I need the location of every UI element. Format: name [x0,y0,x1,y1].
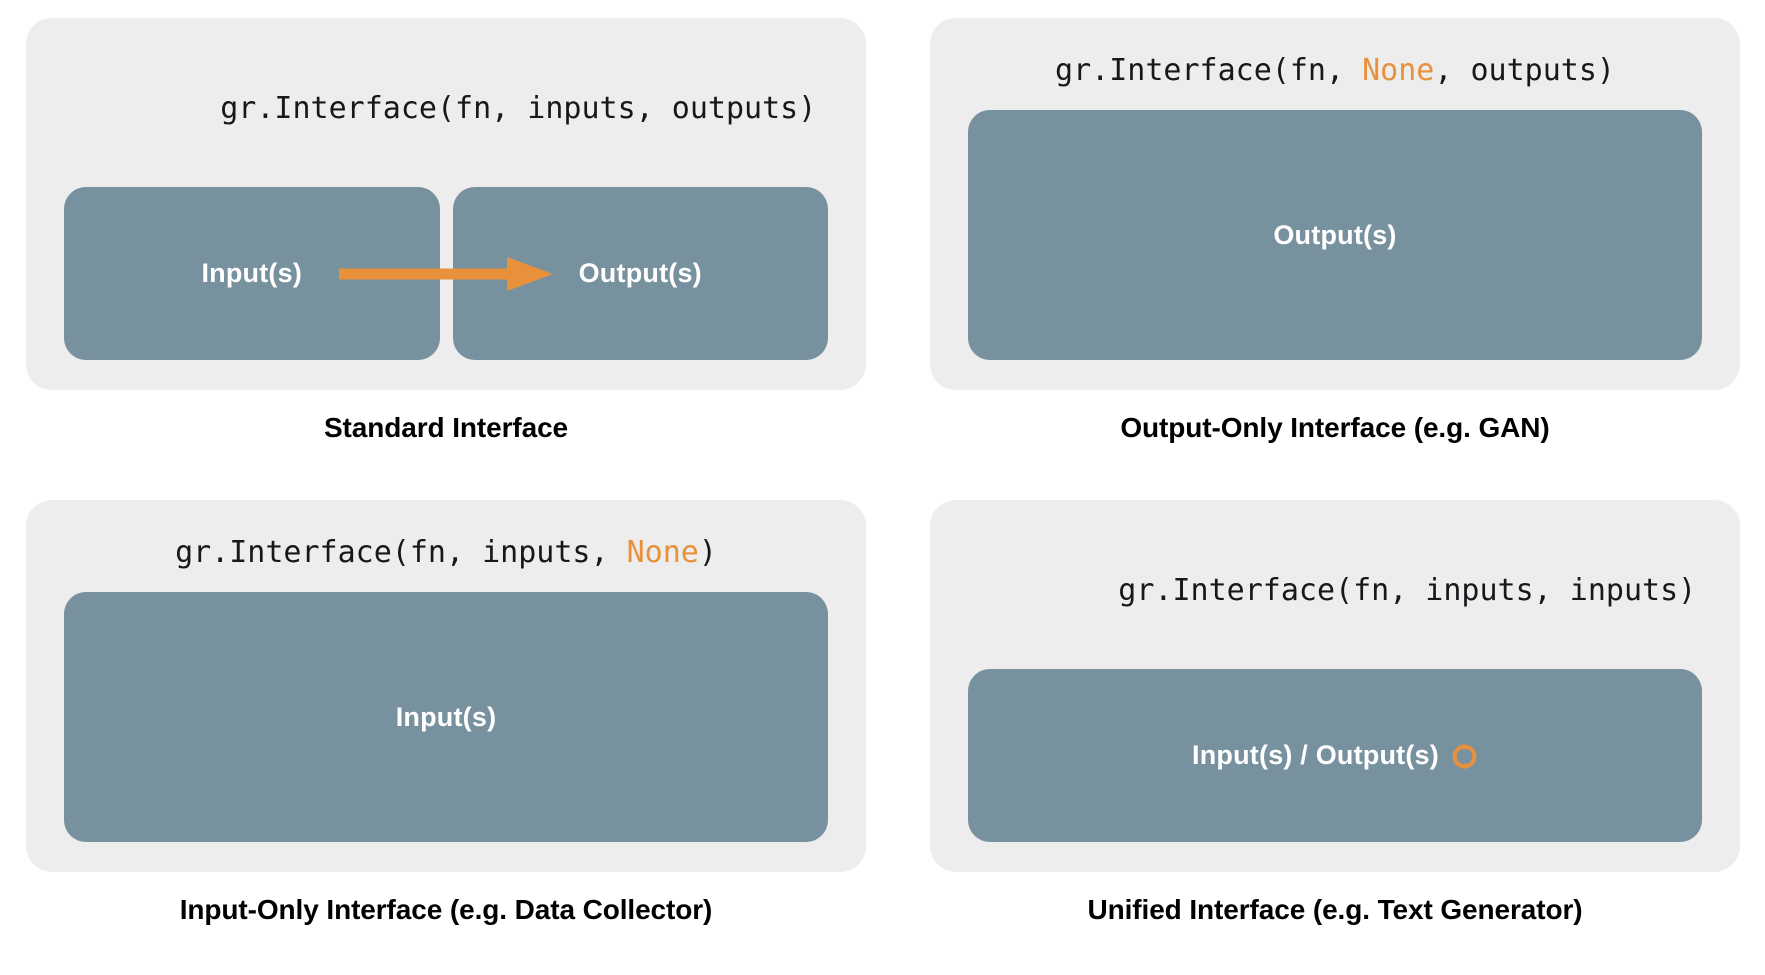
panel-card: gr.Interface(fn, inputs, outputs) Input(… [26,18,866,390]
panel-card: gr.Interface(fn, inputs, inputs) Input(s… [930,500,1740,872]
input-output-box-text: Input(s) / Output(s) [1192,740,1439,771]
code-segment: ) [698,535,717,570]
input-box: Input(s) [64,592,828,842]
code-segment-none: None [1362,53,1435,88]
panel-card: gr.Interface(fn, inputs, None) Input(s) [26,500,866,872]
output-box-label: Output(s) [578,258,702,289]
input-box-label: Input(s) [201,258,303,289]
code-segment: , outputs) [1434,53,1615,88]
output-box-label: Output(s) [1273,219,1397,250]
io-box-row: Input(s) Output(s) [64,187,828,360]
code-segment: gr.Interface(fn, inputs, inputs) [1118,573,1697,609]
input-output-box: Input(s) / Output(s) [968,669,1702,842]
panel-unified-interface: gr.Interface(fn, inputs, inputs) Input(s… [930,500,1740,926]
io-box-row: Input(s) [64,592,828,842]
io-box-row: Output(s) [968,110,1702,360]
code-signature: gr.Interface(fn, inputs, None) [175,534,717,572]
code-segment-none: None [626,535,699,570]
panel-caption: Input-Only Interface (e.g. Data Collecto… [179,894,713,925]
input-output-box-label: Input(s) / Output(s) [1192,740,1478,771]
code-segment: gr.Interface(fn, inputs, [175,535,627,570]
panel-caption: Output-Only Interface (e.g. GAN) [1120,412,1550,443]
panel-card: gr.Interface(fn, None, outputs) Output(s… [930,18,1740,390]
code-signature: gr.Interface(fn, inputs, inputs) [974,534,1696,649]
io-box-row: Input(s) / Output(s) [968,669,1702,842]
cycle-icon [1451,743,1478,770]
input-box: Input(s) [64,187,440,360]
code-segment: gr.Interface(fn, [1055,53,1363,88]
panel-standard-interface: gr.Interface(fn, inputs, outputs) Input(… [26,18,866,444]
panel-input-only-interface: gr.Interface(fn, inputs, None) Input(s) … [26,500,866,926]
panel-caption: Unified Interface (e.g. Text Generator) [1087,894,1583,925]
input-box-label: Input(s) [395,701,497,732]
code-segment: gr.Interface(fn, inputs, outputs) [220,91,817,127]
code-signature: gr.Interface(fn, inputs, outputs) [76,52,817,167]
panel-output-only-interface: gr.Interface(fn, None, outputs) Output(s… [930,18,1740,444]
panel-caption: Standard Interface [323,412,569,443]
output-box: Output(s) [452,187,828,360]
code-signature: gr.Interface(fn, None, outputs) [1055,52,1615,90]
output-box: Output(s) [968,110,1702,360]
